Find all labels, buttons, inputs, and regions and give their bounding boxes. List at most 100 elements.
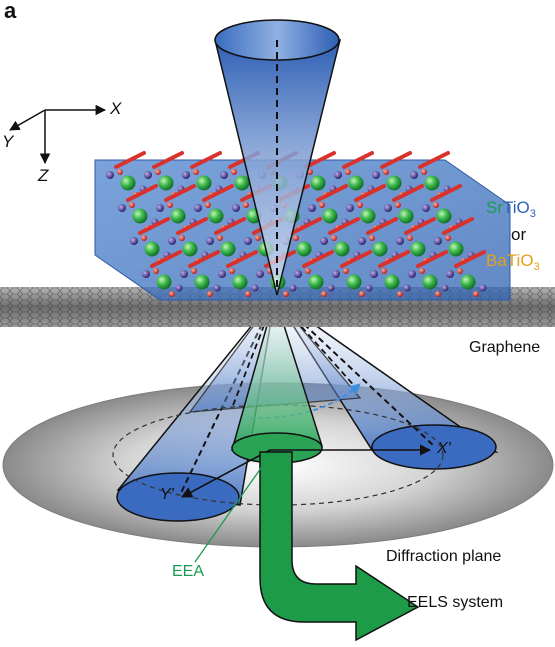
eea-label: EEA (172, 563, 205, 580)
oxygen-atom (343, 268, 349, 274)
sr-atom (424, 175, 440, 191)
sr-atom (158, 175, 174, 191)
ti-atom (396, 237, 404, 245)
diffracted-cone-x-prime (274, 296, 499, 470)
oxygen-chain (150, 250, 182, 268)
sr-atom (194, 274, 210, 290)
ti-atom (206, 237, 214, 245)
sr-atom (436, 208, 452, 224)
ti-atom (446, 270, 454, 278)
oxygen-atom (117, 169, 123, 175)
sr-atom (360, 208, 376, 224)
ti-atom (175, 284, 183, 292)
sr-atom (308, 274, 324, 290)
azimuthal-blue-arrow (249, 383, 361, 419)
oxygen-atom (229, 268, 235, 274)
oxygen-chain (214, 217, 246, 235)
sr-atom (132, 208, 148, 224)
oxygen-atom (433, 202, 439, 208)
sr-atom (422, 274, 438, 290)
material-batio3: BaTiO3 (486, 251, 540, 273)
sr-atom (196, 175, 212, 191)
panel-label: a (4, 0, 17, 23)
y-prime-label: Y' (160, 486, 174, 503)
oxygen-atom (331, 235, 337, 241)
sr-atom (208, 208, 224, 224)
oxygen-chain (442, 217, 474, 235)
ti-atom (118, 204, 126, 212)
material-srtio3: SrTiO3 (486, 198, 536, 220)
oxygen-chain (304, 151, 336, 169)
ti-atom (182, 171, 190, 179)
central-transmitted-cone (230, 294, 324, 464)
oxygen-atom (473, 291, 479, 297)
oxygen-chain (418, 151, 450, 169)
sr-atom (322, 208, 338, 224)
ti-atom (384, 204, 392, 212)
ti-atom (327, 284, 335, 292)
ti-atom (365, 284, 373, 292)
ti-atom (372, 171, 380, 179)
eels-arrow (259, 451, 420, 642)
oxygen-atom (383, 169, 389, 175)
oxygen-atom (153, 268, 159, 274)
oxygen-atom (141, 235, 147, 241)
oxygen-chain (380, 151, 412, 169)
ti-atom (251, 284, 259, 292)
oxygen-atom (179, 235, 185, 241)
oxygen-atom (421, 169, 427, 175)
ti-atom (358, 237, 366, 245)
eea-pointer (194, 457, 269, 563)
ti-atom (220, 171, 228, 179)
oxygen-chain (138, 217, 170, 235)
oxygen-atom (129, 202, 135, 208)
ti-atom (180, 270, 188, 278)
sr-atom (310, 175, 326, 191)
oxygen-atom (293, 235, 299, 241)
oxygen-atom (167, 202, 173, 208)
ti-atom (213, 284, 221, 292)
axis-x-label: X (110, 99, 122, 118)
oxygen-chain (316, 184, 348, 202)
graphene-label: Graphene (469, 339, 541, 356)
oxygen-chain (340, 250, 372, 268)
ti-atom (346, 204, 354, 212)
ti-atom (422, 204, 430, 212)
oxygen-chain (366, 217, 398, 235)
oxygen-atom (207, 291, 213, 297)
oxygen-chain (290, 217, 322, 235)
oxygen-atom (407, 235, 413, 241)
oxygen-chain (454, 250, 486, 268)
oxygen-chain (404, 217, 436, 235)
oxygen-atom (369, 235, 375, 241)
axis-y-label: Y (2, 132, 14, 151)
oxygen-atom (445, 235, 451, 241)
sr-atom (448, 241, 464, 257)
oxygen-atom (217, 235, 223, 241)
oxygen-chain (430, 184, 462, 202)
oxygen-chain (416, 250, 448, 268)
ti-atom (308, 204, 316, 212)
oxygen-atom (191, 268, 197, 274)
ti-atom (106, 171, 114, 179)
ti-atom (232, 204, 240, 212)
ti-atom (168, 237, 176, 245)
sr-atom (348, 175, 364, 191)
oxygen-atom (231, 169, 237, 175)
ti-atom (194, 204, 202, 212)
ti-atom (403, 284, 411, 292)
sr-atom (346, 274, 362, 290)
oxygen-chain (392, 184, 424, 202)
ti-atom (156, 204, 164, 212)
sr-atom (220, 241, 236, 257)
ti-atom (144, 171, 152, 179)
ti-atom (370, 270, 378, 278)
sr-atom (410, 241, 426, 257)
oxygen-atom (397, 291, 403, 297)
oxygen-atom (193, 169, 199, 175)
sr-atom (234, 175, 250, 191)
ti-atom (320, 237, 328, 245)
oxygen-chain (152, 151, 184, 169)
material-connector: or (511, 225, 527, 244)
